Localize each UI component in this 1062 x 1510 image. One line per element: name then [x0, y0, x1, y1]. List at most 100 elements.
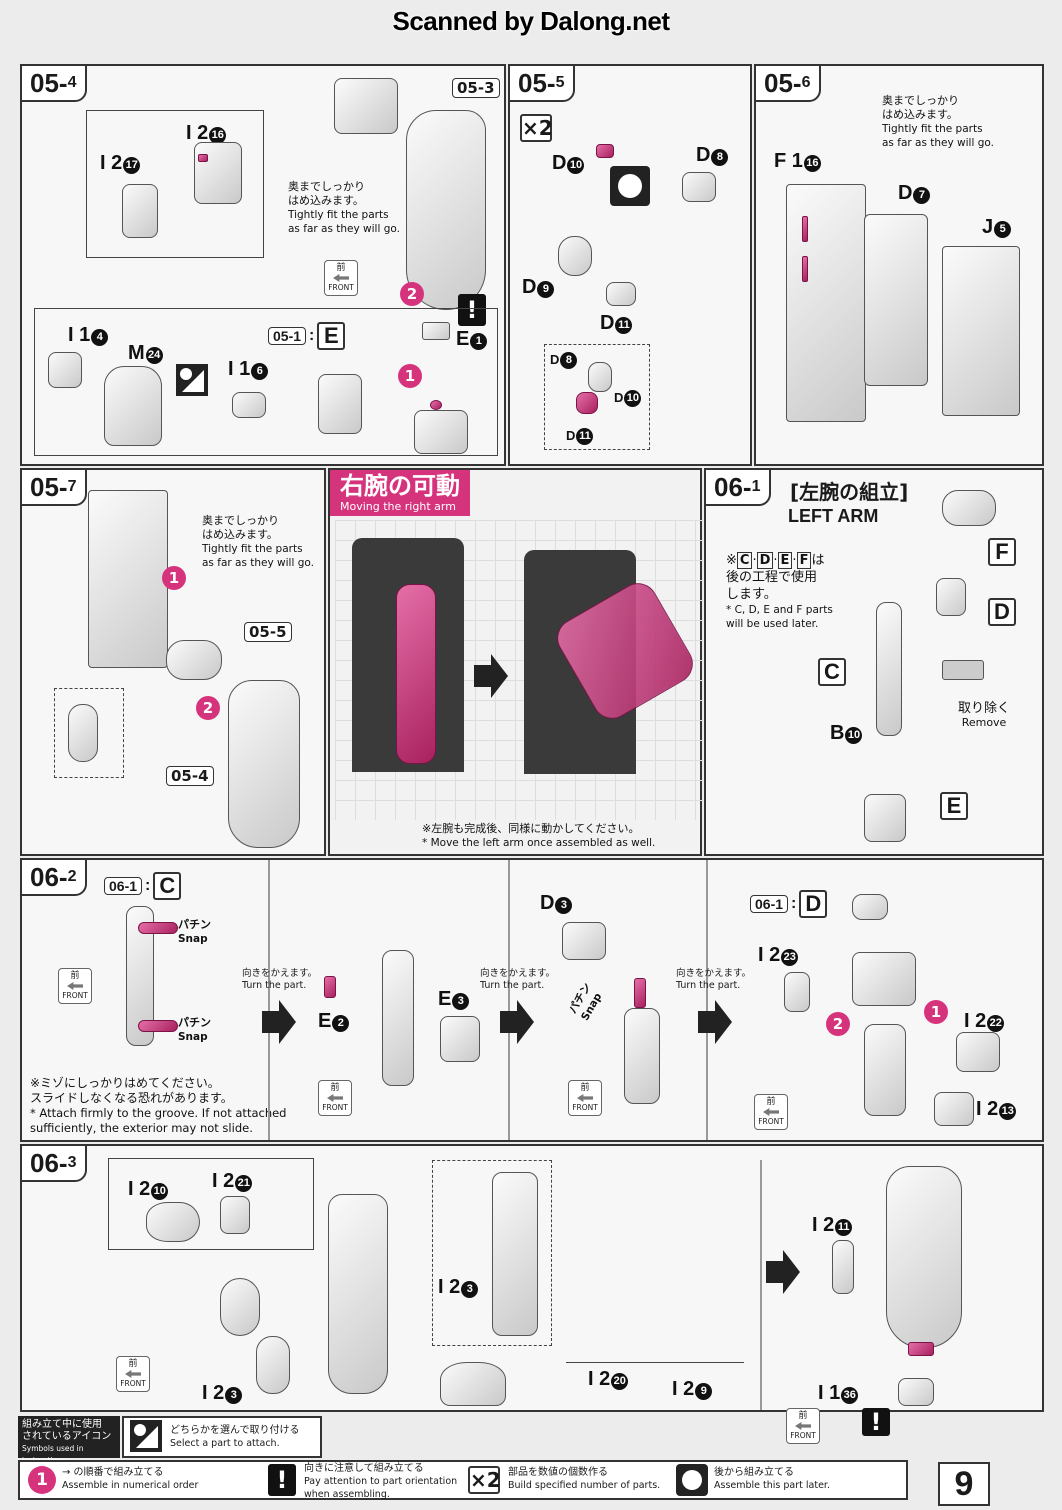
step-order-badge: 2	[400, 282, 424, 306]
step-order-badge: 1	[28, 1466, 56, 1494]
assembled-joint	[588, 362, 612, 392]
next-arrow	[698, 1000, 732, 1044]
legend-bottom-box	[18, 1460, 908, 1500]
step-order-badge: 1	[162, 566, 186, 590]
page-number: 9	[938, 1462, 990, 1506]
part-shape	[232, 392, 266, 418]
box-d: D	[988, 598, 1016, 626]
attention-icon: !	[862, 1408, 890, 1436]
part-shape	[852, 952, 916, 1006]
frame-preview	[492, 1172, 538, 1336]
joint-preview-inset	[54, 688, 124, 778]
select-one-icon	[130, 1420, 162, 1452]
multiply-icon: ×2	[520, 114, 553, 142]
pink-part	[324, 976, 336, 998]
step-05-6-panel: 05-6 奥までしっかりはめ込みます。 Tightly fit the part…	[754, 64, 1044, 466]
part-shape	[784, 972, 810, 1012]
sub-inset	[108, 1158, 314, 1250]
remove-label: 取り除く Remove	[958, 701, 1011, 730]
arm-frame	[864, 1024, 906, 1116]
step-05-7-panel: 05-7 奥までしっかりはめ込みます。 Tightly fit the part…	[20, 468, 326, 856]
part-shape	[898, 1378, 934, 1406]
fist-part	[318, 374, 362, 434]
ref-box: 05-4	[166, 766, 214, 786]
outer-frame	[942, 246, 1020, 416]
ref-05-1-e: 05-1:E	[268, 322, 346, 350]
arm-frame	[624, 1008, 660, 1104]
pink-peg	[908, 1342, 934, 1356]
pink-peg	[430, 400, 442, 410]
step-number: 05-5	[508, 64, 575, 102]
ref-06-1-d: 06-1:D	[750, 890, 828, 918]
step-number: 06-1	[704, 468, 771, 506]
part-shape	[934, 1092, 974, 1126]
turn-label: 向きをかえます。Turn the part.	[480, 968, 556, 991]
ref-box: 05-3	[452, 78, 500, 98]
sub-inset	[86, 110, 264, 258]
step-order-badge: 2	[826, 1012, 850, 1036]
section-header: 右腕の可動 Moving the right arm	[330, 470, 470, 516]
divider	[706, 860, 708, 1140]
part-shape	[194, 142, 242, 204]
part-shape	[956, 1032, 1000, 1072]
section-title-jp: [左腕の組立]	[790, 480, 909, 504]
part-shape	[682, 172, 716, 202]
arm-frame	[382, 950, 414, 1086]
pink-peg	[198, 154, 208, 162]
attention-icon: !	[458, 294, 486, 326]
forearm-shape	[228, 680, 300, 848]
left-arm-note: ※左腕も完成後、同様に動かしてください。 * Move the left arm…	[422, 822, 656, 849]
sub-inset	[34, 308, 498, 456]
part-shape	[422, 322, 450, 340]
fist-part	[440, 1016, 480, 1062]
turn-label: 向きをかえます。Turn the part.	[676, 968, 752, 991]
turn-label: 向きをかえます。Turn the part.	[242, 968, 318, 991]
inner-frame	[864, 214, 928, 386]
step-number: 05-6	[754, 64, 821, 102]
assemble-later-icon	[676, 1464, 708, 1496]
ref-06-1-c: 06-1:C	[104, 872, 182, 900]
forearm-shape	[886, 1166, 962, 1348]
part-shape	[220, 1196, 250, 1234]
legend-title: 組み立て中に使用 されているアイコン Symbols used in instr…	[18, 1416, 120, 1465]
assembled-preview-inset	[544, 344, 650, 450]
part-shape	[606, 282, 636, 306]
part-shape	[440, 1362, 506, 1406]
step-order-badge: 1	[398, 364, 422, 388]
divider	[508, 860, 510, 1140]
attention-icon: !	[268, 1464, 296, 1496]
